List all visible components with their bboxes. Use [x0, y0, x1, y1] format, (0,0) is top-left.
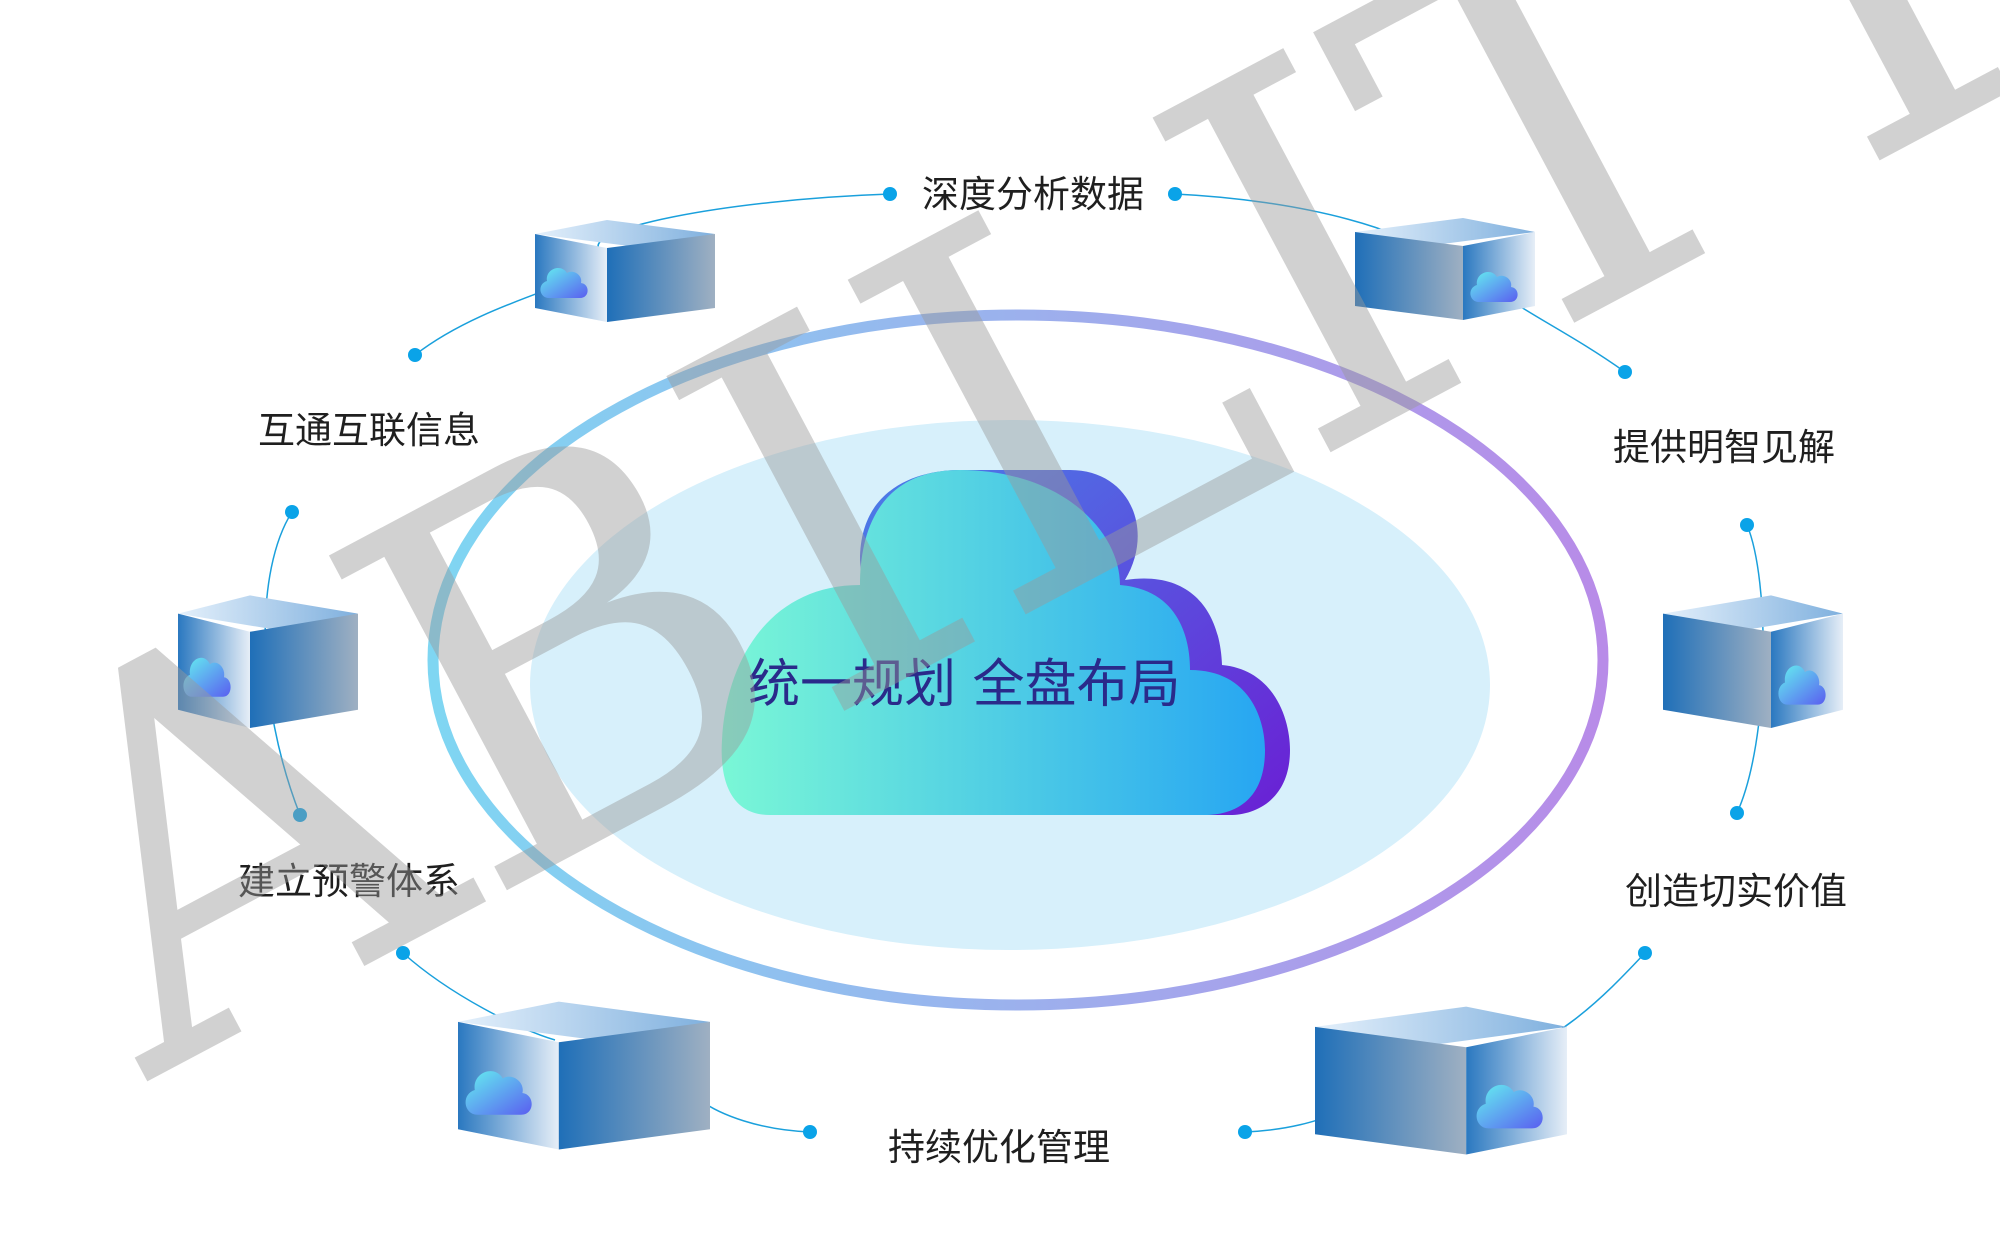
outer-ring	[427, 309, 1609, 1011]
cube-bottom-right	[1315, 1006, 1567, 1155]
node-label-upper-right: 提供明智见解	[1613, 426, 1835, 469]
center-title: 统一规划 全盘布局	[748, 655, 1181, 715]
node-label-bottom: 持续优化管理	[888, 1126, 1110, 1169]
watermark: ABILITY	[0, 0, 2000, 1192]
node-label-lower-right: 创造切实价值	[1625, 870, 1847, 913]
central-cloud: 统一规划 全盘布局	[721, 470, 1290, 815]
node-label-upper-left: 互通互联信息	[258, 409, 480, 452]
node-label-top: 深度分析数据	[922, 173, 1144, 216]
node-label-lower-left: 建立预警体系	[238, 860, 460, 903]
cube-mid-right	[1663, 595, 1843, 728]
connector-dots	[285, 187, 1754, 1139]
